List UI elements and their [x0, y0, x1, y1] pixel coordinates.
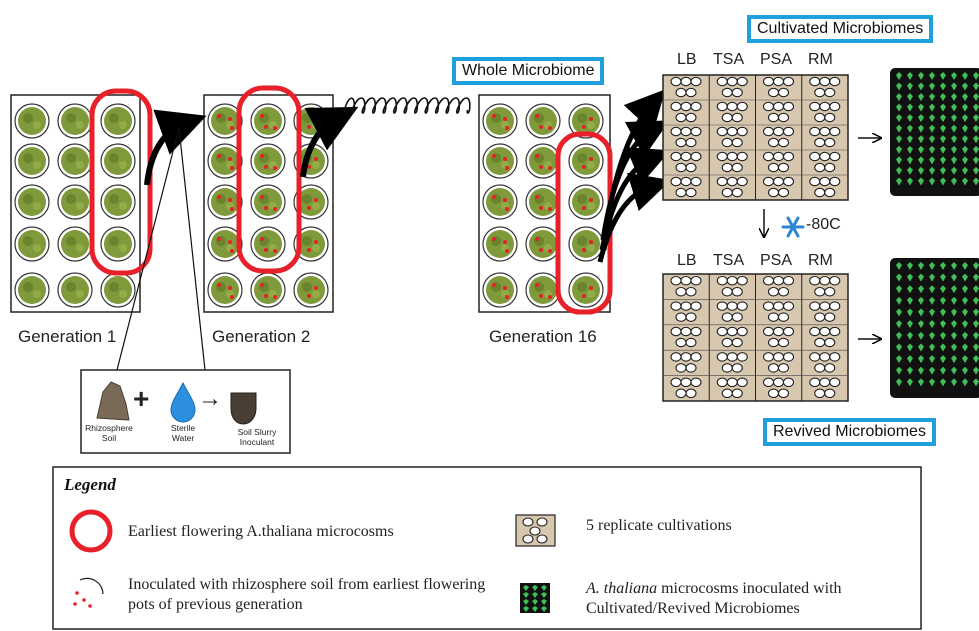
- pot: [250, 184, 286, 220]
- cultivated-microbiomes-label: Cultivated Microbiomes: [747, 15, 934, 43]
- pot: [207, 272, 243, 308]
- pot: [100, 272, 136, 308]
- pot: [293, 226, 329, 262]
- pot: [14, 103, 50, 139]
- top-column-rm: RM: [808, 51, 833, 68]
- pot: [14, 272, 50, 308]
- replicate-wells: [663, 75, 848, 401]
- pot: [14, 184, 50, 220]
- gen1-pots: [14, 103, 136, 308]
- combine-arrow: →: [198, 385, 222, 412]
- transfer-arrow-gen1: [144, 109, 207, 186]
- whole-microbiome-label: Whole Microbiome: [452, 57, 605, 85]
- bottom-column-tsa: TSA: [713, 252, 745, 269]
- top-column-tsa: TSA: [713, 51, 745, 68]
- pot: [250, 143, 286, 179]
- pot: [568, 184, 604, 220]
- legend-box: [52, 466, 922, 630]
- pot: [293, 272, 329, 308]
- culture-arrow-3: [599, 147, 671, 251]
- pot: [57, 272, 93, 308]
- bottom-column-psa: PSA: [760, 252, 793, 269]
- freeze-temperature-label: -80C: [806, 216, 841, 233]
- cultivated-seedling-tray: [890, 68, 979, 196]
- revived-seedling-tray: [890, 258, 979, 398]
- legend-title: Legend: [64, 475, 116, 494]
- pot: [525, 143, 561, 179]
- pot: [482, 103, 518, 139]
- pot: [568, 143, 604, 179]
- pot: [525, 103, 561, 139]
- generation-2-label: Generation 2: [212, 327, 311, 346]
- water-drop-icon: [170, 381, 196, 423]
- legend-item-inoculated: Inoculated with rhizosphere soil from ea…: [128, 576, 486, 613]
- generation-1-label: Generation 1: [18, 327, 117, 346]
- gen2-pots: [207, 103, 329, 308]
- earliest-flowering-highlight-gen2: [236, 85, 302, 274]
- pot: [482, 184, 518, 220]
- pot: [250, 226, 286, 262]
- pot: [250, 272, 286, 308]
- pot: [568, 226, 604, 262]
- bottom-column-lb: LB: [677, 252, 697, 269]
- pot: [100, 226, 136, 262]
- pot: [568, 272, 604, 308]
- pot: [482, 226, 518, 262]
- slurry-cup-icon: [230, 392, 257, 425]
- pot: [57, 143, 93, 179]
- pot: [525, 226, 561, 262]
- inoculant-line-left: [116, 127, 180, 371]
- legend-item-earliest-flowering: Earliest flowering A.thaliana microcosms: [128, 523, 394, 540]
- pot: [482, 143, 518, 179]
- pot: [100, 103, 136, 139]
- pot: [100, 143, 136, 179]
- pot: [250, 103, 286, 139]
- legend-seedlings: [523, 585, 547, 612]
- pot: [568, 103, 604, 139]
- pot: [207, 143, 243, 179]
- pot: [525, 184, 561, 220]
- generation-16-label: Generation 16: [489, 327, 597, 346]
- seedlings: [896, 72, 979, 387]
- legend-red-dots-icon: [73, 591, 92, 608]
- pot: [207, 103, 243, 139]
- culture-arrow-2: [600, 120, 670, 241]
- pot: [57, 103, 93, 139]
- legend-wells: [522, 517, 548, 544]
- inoculant-line-right: [178, 127, 206, 371]
- legend-microcosm-text: microcosms inoculated with Cultivated/Re…: [586, 580, 842, 617]
- pot: [525, 272, 561, 308]
- legend-inoculated-arc-icon: [79, 577, 104, 595]
- pot: [57, 226, 93, 262]
- pot: [482, 272, 518, 308]
- pot: [207, 226, 243, 262]
- soil-slurry-label: Soil Slurry Inoculant: [237, 427, 277, 447]
- plus-sign: +: [133, 383, 150, 414]
- gen16-pots: [482, 103, 604, 308]
- pot: [14, 226, 50, 262]
- rhizosphere-soil-label: Rhizosphere Soil: [85, 423, 133, 443]
- sterile-water-label: Sterile Water: [170, 423, 196, 443]
- pot: [100, 184, 136, 220]
- top-column-psa: PSA: [760, 51, 793, 68]
- pot: [14, 143, 50, 179]
- transfer-arrow-gen2: [300, 106, 359, 178]
- soil-pile-icon: [96, 381, 130, 421]
- top-column-lb: LB: [677, 51, 697, 68]
- pot: [207, 184, 243, 220]
- legend-item-replicate-cultivations: 5 replicate cultivations: [586, 517, 732, 534]
- culture-arrow-4: [597, 172, 672, 263]
- snowflake-icon: [781, 216, 805, 238]
- revived-microbiomes-label: Revived Microbiomes: [763, 418, 936, 446]
- generations-skipped-coil: [343, 97, 471, 114]
- pot: [57, 184, 93, 220]
- bottom-column-rm: RM: [808, 252, 833, 269]
- legend-red-circle-icon: [69, 509, 113, 553]
- legend-species-name: A. thaliana: [586, 580, 658, 597]
- legend-item-microcosms: A. thaliana microcosms inoculated with C…: [586, 579, 916, 619]
- pot: [293, 184, 329, 220]
